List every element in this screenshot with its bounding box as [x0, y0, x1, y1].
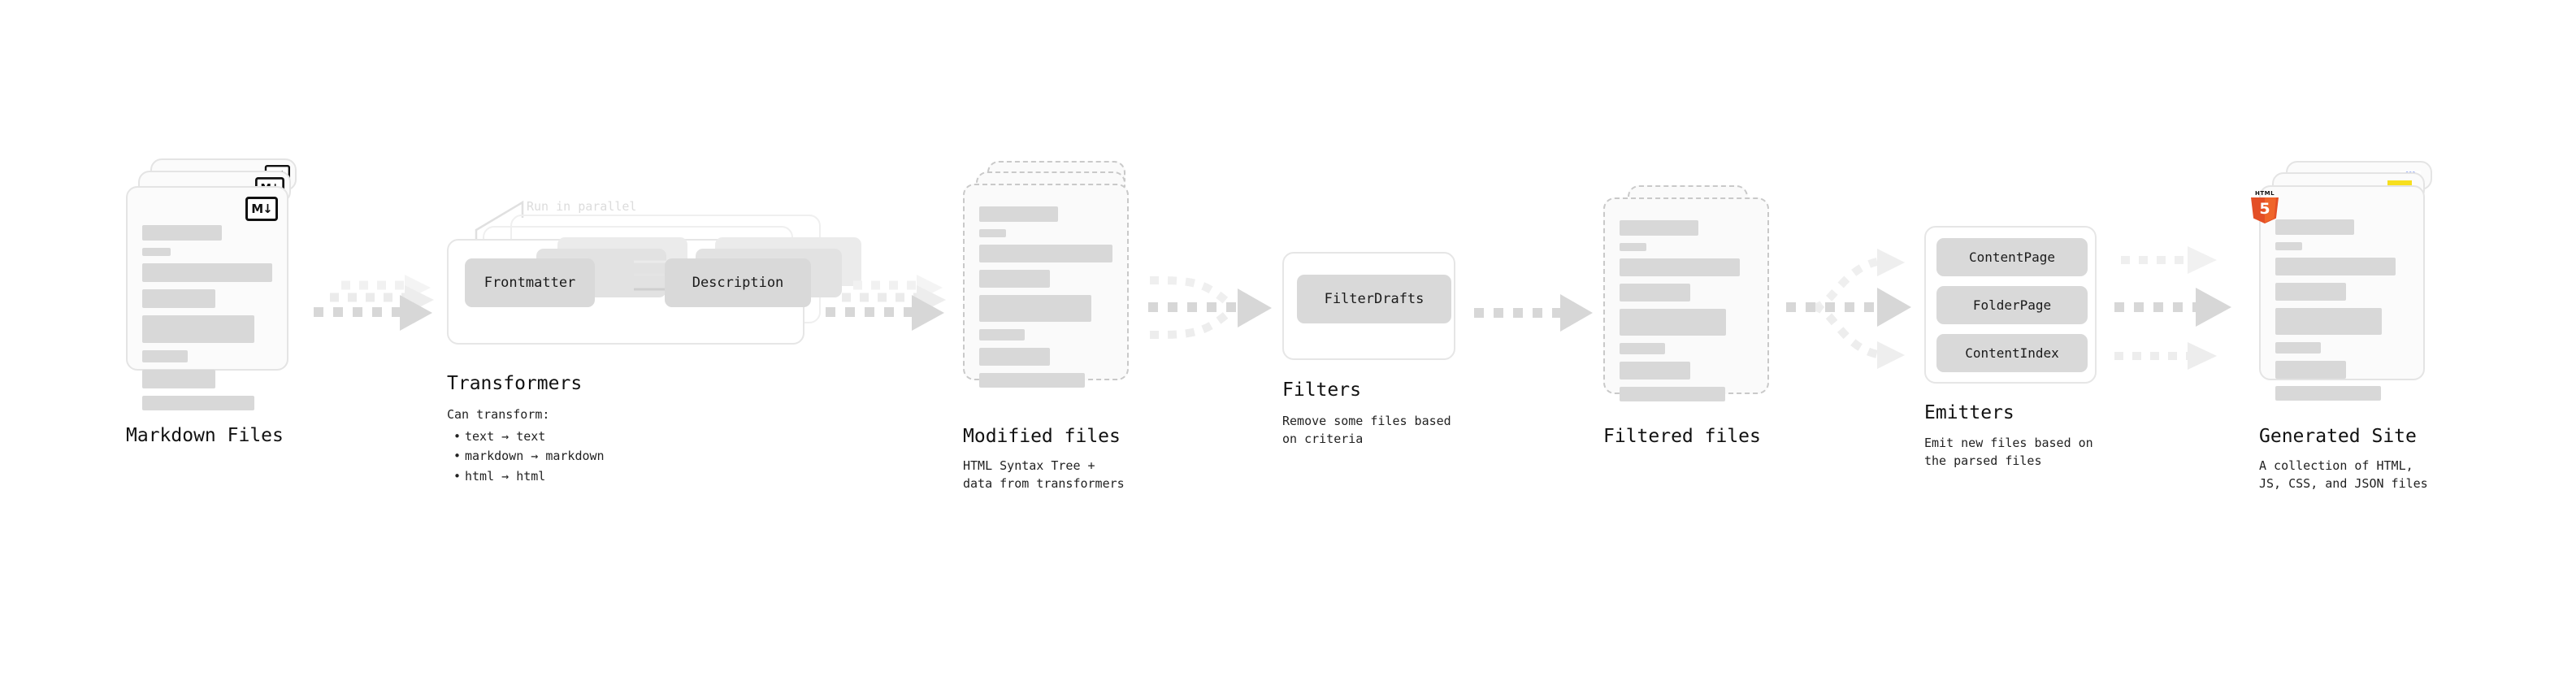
filtered-files-stack [1603, 185, 1778, 401]
content-bar [979, 373, 1085, 388]
content-bar [142, 248, 171, 256]
content-bar [1620, 362, 1690, 380]
content-bar [142, 396, 254, 410]
stage-title-markdown-files: Markdown Files [126, 425, 284, 446]
content-bar [2275, 308, 2383, 335]
transformer-chip-frontmatter[interactable]: Frontmatter [465, 258, 595, 307]
content-bar [1620, 343, 1665, 354]
flow-arrow-transformers-to-modified [826, 275, 946, 331]
content-bar [1620, 220, 1698, 236]
content-bar [1620, 258, 1740, 276]
content-bar [142, 289, 215, 308]
run-in-parallel-bracket [475, 200, 524, 245]
content-bar [142, 370, 215, 388]
flow-arrow-markdown-to-transformers [314, 275, 434, 331]
html5-five: 5 [2259, 200, 2270, 218]
flow-arrow-emitters-to-site [2114, 246, 2231, 370]
emitter-chip-contentindex[interactable]: ContentIndex [1936, 334, 2088, 372]
generated-site-subtitle: A collection of HTML, JS, CSS, and JSON … [2259, 458, 2428, 491]
content-bar [2275, 258, 2396, 275]
markdown-file-card-front: M↓ [126, 186, 288, 410]
filtered-file-content [1620, 220, 1753, 409]
content-bar [979, 295, 1091, 322]
content-bar [979, 245, 1112, 262]
filters-group: FilterDrafts [1282, 252, 1455, 360]
emitter-chip-contentpage[interactable]: ContentPage [1936, 238, 2088, 276]
content-bar [979, 229, 1006, 237]
content-bar [979, 348, 1050, 366]
filter-chip-filterdrafts[interactable]: FilterDrafts [1297, 275, 1451, 323]
html5-badge-word: HTML [2254, 190, 2275, 197]
list-item: markdown → markdown [452, 446, 605, 466]
transformer-chip-description[interactable]: Description [665, 258, 811, 307]
run-in-parallel-label: Run in parallel [527, 199, 637, 214]
content-bar [1620, 309, 1727, 336]
stage-title-transformers: Transformers [447, 373, 583, 394]
modified-file-content [979, 206, 1112, 395]
list-item: text → text [452, 427, 605, 447]
content-bar [979, 329, 1025, 340]
markdown-file-content [142, 225, 272, 418]
flow-arrow-filtered-to-emitters [1786, 249, 1911, 369]
html5-badge-icon: HTML 5 [2251, 190, 2279, 223]
emitters-group: ContentPage FolderPage ContentIndex [1924, 226, 2097, 384]
stage-title-modified-files: Modified files [963, 426, 1121, 447]
filtered-file-card-front [1603, 197, 1769, 401]
content-bar [2275, 386, 2381, 401]
transformers-group: Frontmatter Description [447, 215, 861, 361]
emitter-chip-folderpage[interactable]: FolderPage [1936, 286, 2088, 324]
transformers-subtitle: Can transform: [447, 407, 550, 422]
content-bar [979, 270, 1050, 288]
content-bar [142, 225, 222, 241]
modified-file-card-front [963, 184, 1129, 388]
content-bar [2275, 242, 2302, 250]
emitters-subtitle: Emit new files based on the parsed files [1924, 436, 2093, 468]
content-bar [2275, 283, 2346, 301]
modified-files-stack [963, 161, 1142, 388]
html5-shield-inner [2265, 197, 2276, 223]
flow-arrow-filters-to-filtered [1474, 294, 1593, 332]
content-bar [142, 350, 188, 362]
filters-subtitle: Remove some files based on criteria [1282, 414, 1451, 446]
content-bar [2275, 219, 2354, 235]
stage-title-filtered-files: Filtered files [1603, 426, 1761, 447]
content-bar [2275, 361, 2346, 379]
stage-title-filters: Filters [1282, 380, 1361, 401]
content-bar [1620, 387, 1725, 401]
generated-site-stack: CSS HTML 5 [2251, 161, 2434, 401]
stage-title-emitters: Emitters [1924, 402, 2014, 423]
markdown-files-stack: M↓ M↓ M↓ [126, 158, 301, 410]
content-bar [1620, 243, 1646, 251]
content-bar [142, 263, 272, 282]
content-bar [1620, 284, 1690, 301]
content-bar [979, 206, 1058, 222]
generated-file-card-front: HTML 5 [2251, 185, 2425, 401]
modified-files-subtitle: HTML Syntax Tree + data from transformer… [963, 458, 1125, 491]
transformers-capability-list: text → text markdown → markdown html → h… [452, 427, 605, 486]
list-item: html → html [452, 466, 605, 487]
flow-arrow-modified-to-filters [1148, 276, 1272, 339]
generated-file-content [2275, 219, 2409, 408]
stage-title-generated-site: Generated Site [2259, 426, 2417, 447]
content-bar [2275, 342, 2321, 354]
markdown-badge-icon: M↓ [245, 197, 278, 221]
content-bar [142, 315, 254, 343]
